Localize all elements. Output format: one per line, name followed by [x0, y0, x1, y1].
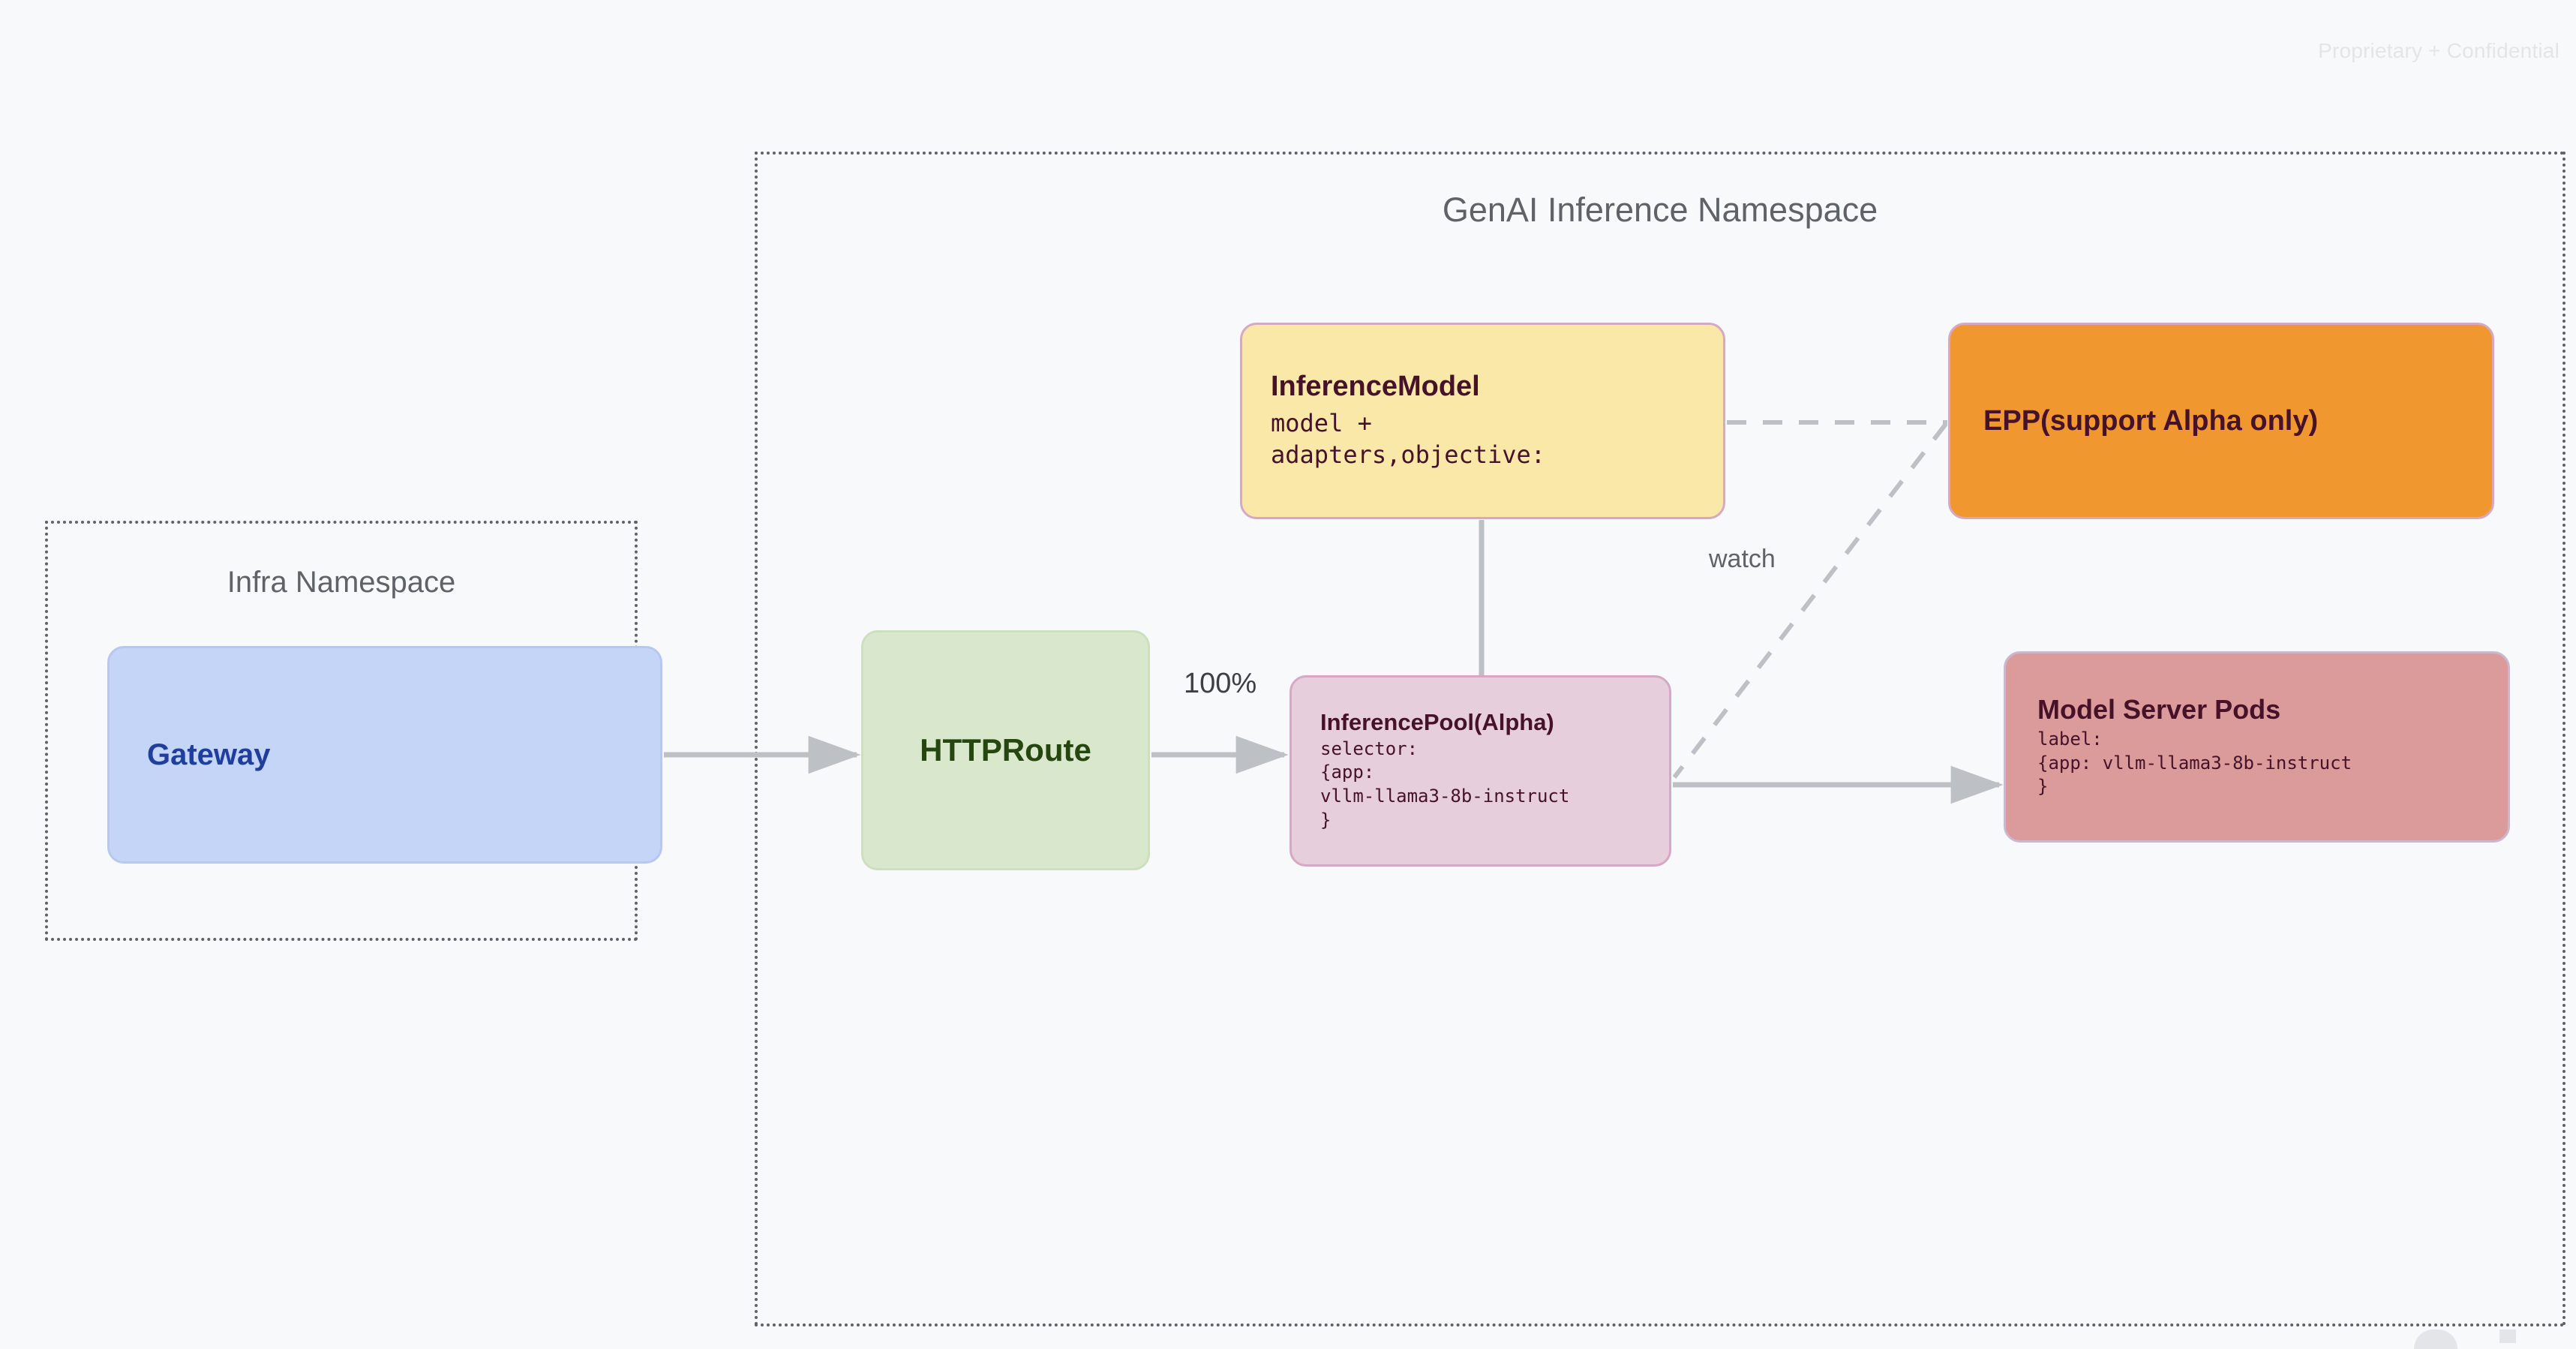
- artifact-shape-1: [2414, 1329, 2457, 1349]
- node-inference-pool-title: InferencePool(Alpha): [1320, 708, 1554, 735]
- genai-namespace-container: GenAI Inference Namespace: [755, 152, 2565, 1326]
- node-inference-model-title: InferenceModel: [1271, 371, 1480, 403]
- node-httproute-title: HTTPRoute: [920, 732, 1091, 768]
- node-inference-model[interactable]: InferenceModel model + adapters,objectiv…: [1240, 323, 1725, 519]
- edge-label-watch: watch: [1709, 545, 1776, 573]
- node-gateway-title: Gateway: [147, 738, 271, 771]
- edge-label-traffic-weight: 100%: [1184, 668, 1257, 699]
- node-model-server-pods-body: label: {app: vllm-llama3-8b-instruct }: [2037, 729, 2352, 798]
- node-epp-title: EPP(support Alpha only): [1983, 404, 2319, 437]
- artifact-shape-2: [2499, 1329, 2516, 1343]
- bottom-edge-artifact: [2414, 1329, 2549, 1349]
- confidential-watermark: Proprietary + Confidential: [2318, 39, 2559, 62]
- node-model-server-pods-title: Model Server Pods: [2037, 693, 2281, 725]
- node-model-server-pods[interactable]: Model Server Pods label: {app: vllm-llam…: [2004, 651, 2510, 843]
- node-inference-model-body: model + adapters,objective:: [1271, 409, 1546, 470]
- genai-namespace-title: GenAI Inference Namespace: [1442, 191, 1878, 229]
- node-inference-pool[interactable]: InferencePool(Alpha) selector: {app: vll…: [1290, 675, 1671, 867]
- node-gateway[interactable]: Gateway: [107, 646, 662, 864]
- node-inference-pool-body: selector: {app: vllm-llama3-8b-instruct …: [1320, 738, 1570, 831]
- infra-namespace-title: Infra Namespace: [227, 566, 456, 599]
- node-httproute[interactable]: HTTPRoute: [861, 630, 1150, 870]
- node-epp[interactable]: EPP(support Alpha only): [1948, 323, 2494, 519]
